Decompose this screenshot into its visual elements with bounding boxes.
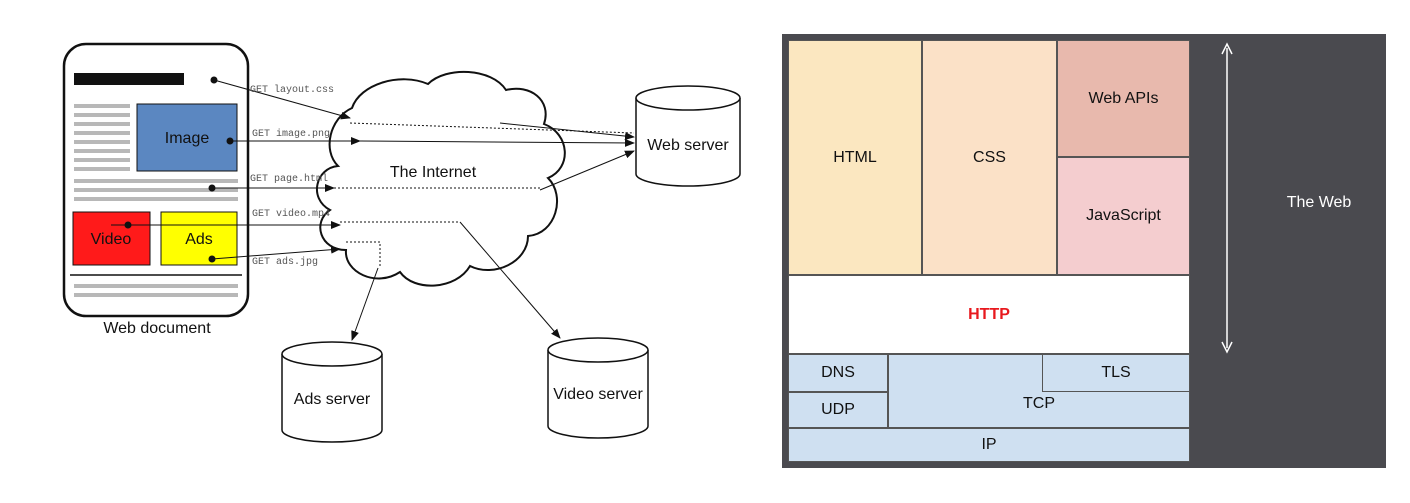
web-stack-diagram: HTML CSS Web APIs JavaScript HTTP DNS UD… xyxy=(782,34,1386,468)
internet-label: The Internet xyxy=(390,164,477,181)
page-html-arrow-out xyxy=(539,150,635,191)
ads-server-label: Ads server xyxy=(294,391,371,408)
video-label: Video xyxy=(91,231,132,248)
web-apis-layer: Web APIs xyxy=(1057,40,1190,157)
layout-css-dotted xyxy=(349,122,635,134)
css-layer: CSS xyxy=(922,40,1057,275)
ads-jpg-arrow-in xyxy=(211,245,341,260)
web-server-cylinder xyxy=(635,85,741,187)
document-label: Web document xyxy=(103,320,211,337)
http-layer: HTTP xyxy=(788,275,1190,354)
ads-server-cylinder xyxy=(281,341,383,443)
request-label-image-png: GET image.png xyxy=(252,128,330,140)
web-request-diagram: Image Video Ads Web document The Interne… xyxy=(62,42,741,443)
layout-css-arrow-out xyxy=(499,122,635,141)
udp-layer: UDP xyxy=(788,392,888,428)
video-server-cylinder xyxy=(547,337,649,439)
web-span-arrow xyxy=(1221,42,1233,354)
dns-layer: DNS xyxy=(788,354,888,392)
ads-jpg-dotted xyxy=(346,241,381,268)
layout-css-arrow-in xyxy=(213,79,351,120)
video-mp4-arrow-out xyxy=(459,221,561,339)
video-server-label: Video server xyxy=(553,386,643,403)
javascript-layer: JavaScript xyxy=(1057,157,1190,275)
ads-label: Ads xyxy=(185,231,213,248)
request-source-dots xyxy=(124,76,234,263)
the-web-label: The Web xyxy=(1286,194,1352,211)
request-label-video-mp4: GET video.mp4 xyxy=(252,208,330,220)
request-label-ads-jpg: GET ads.jpg xyxy=(252,256,318,268)
document-title-bar xyxy=(74,73,184,85)
image-png-arrow-out xyxy=(359,138,635,147)
stack-background: HTML CSS Web APIs JavaScript HTTP DNS UD… xyxy=(782,34,1386,468)
html-layer: HTML xyxy=(788,40,922,275)
internet-cloud xyxy=(316,71,566,287)
image-label: Image xyxy=(165,130,210,147)
request-label-layout-css: GET layout.css xyxy=(250,84,334,96)
ip-layer: IP xyxy=(788,428,1190,462)
image-block xyxy=(136,103,238,172)
tls-layer: TLS xyxy=(1042,354,1190,392)
request-label-page-html: GET page.html xyxy=(250,173,328,185)
web-server-label: Web server xyxy=(647,137,729,154)
ads-jpg-arrow-out xyxy=(351,267,379,341)
ads-block xyxy=(160,211,238,266)
request-flow-svg: Image Video Ads Web document The Interne… xyxy=(62,42,741,443)
video-block xyxy=(72,211,151,266)
document-text-lines xyxy=(74,104,238,297)
